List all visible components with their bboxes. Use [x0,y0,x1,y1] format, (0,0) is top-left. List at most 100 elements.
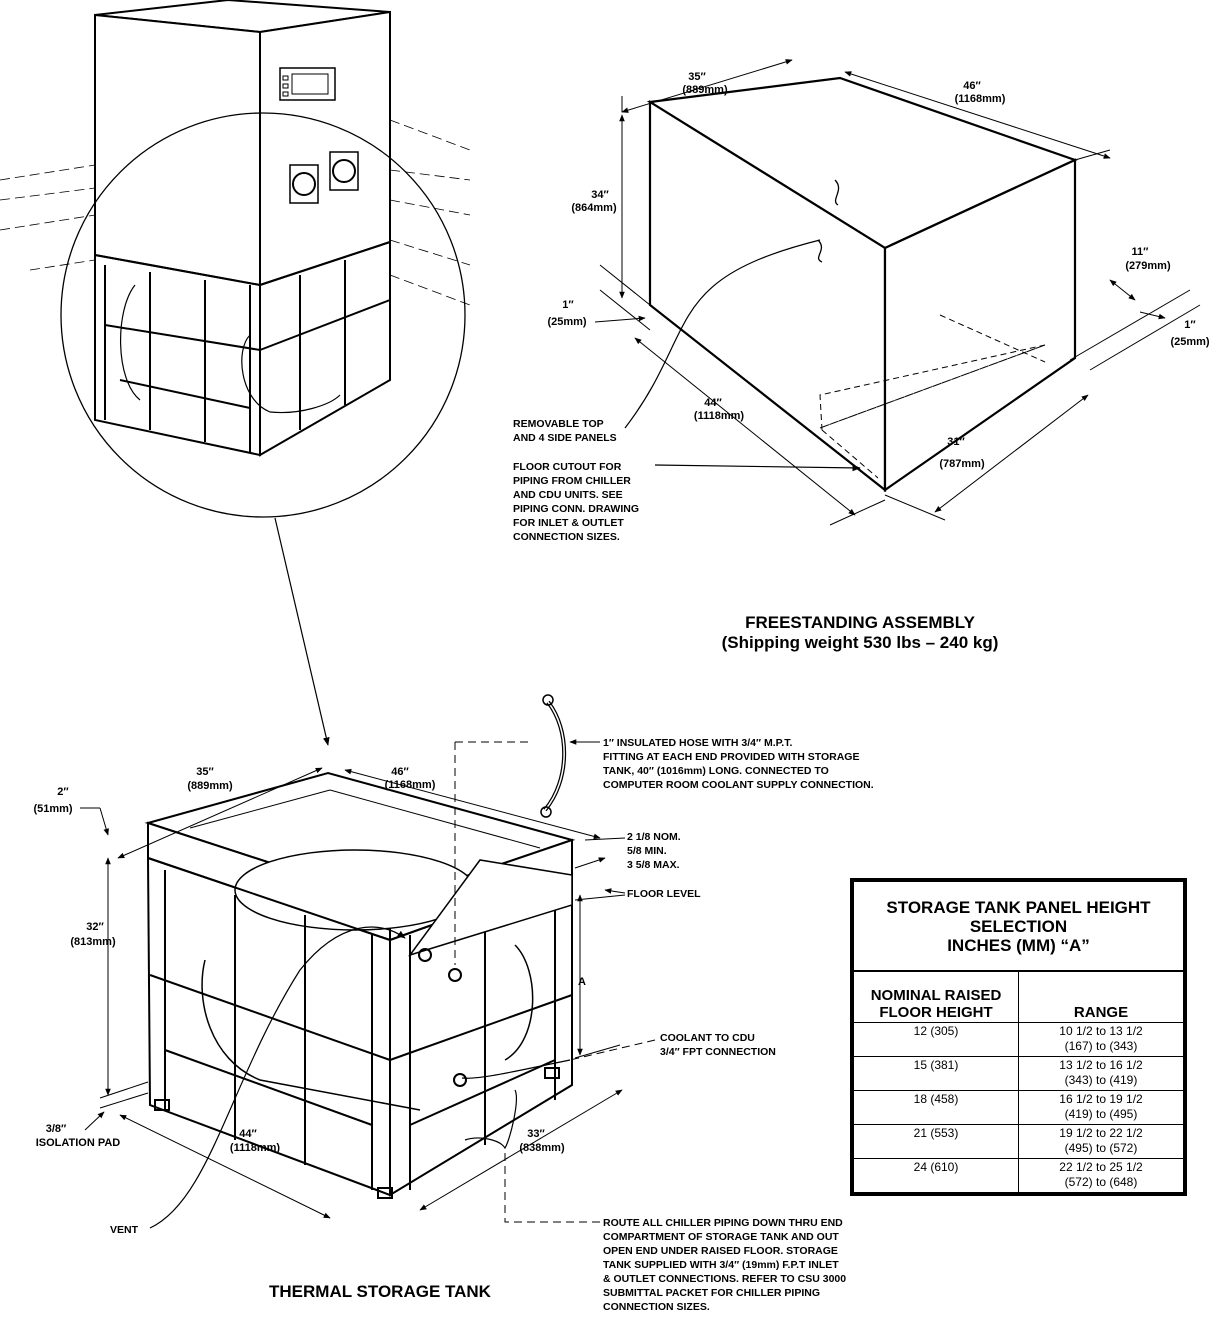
tank-frame [144,771,576,1199]
fs-note-panels-1: REMOVABLE TOP [513,418,604,430]
cabinet-illustration [0,0,471,518]
tank-note-max: 3 5/8 MAX. [627,859,680,871]
tank-note-hose-2: FITTING AT EACH END PROVIDED WITH STORAG… [603,751,859,763]
table-title: STORAGE TANK PANEL HEIGHT SELECTION INCH… [853,881,1184,972]
column-header-nominal-line-1: NOMINAL RAISED [870,987,1002,1004]
tank-details [80,694,656,1229]
fs-note-cutout-5: FOR INLET & OUTLET [513,517,624,529]
freestanding-labels: 35″ (889mm) 46″ (1168mm) 34″ (864mm) 1″ … [513,71,1210,652]
freestanding-details [594,59,1201,526]
tank-note-route-3: OPEN END UNDER RAISED FLOOR. STORAGE [603,1245,838,1257]
column-header-nominal: NOMINAL RAISED FLOOR HEIGHT [853,970,1019,1023]
table-title-line-2: SELECTION [969,916,1068,936]
range-mm: (419) to (495) [1064,1107,1138,1121]
tank-dim-46: 46″ [391,766,409,778]
fs-subtitle: (Shipping weight 530 lbs – 240 kg) [722,633,999,652]
table-row: 18 (458) 16 1/2 to 19 1/2(419) to (495) [853,1090,1184,1125]
range-mm: (343) to (419) [1064,1073,1138,1087]
table-row: 15 (381) 13 1/2 to 16 1/2(343) to (419) [853,1056,1184,1091]
tank-note-nom: 2 1/8 NOM. [627,831,681,843]
freestanding-box [646,76,1078,493]
tank-note-hose-4: COMPUTER ROOM COOLANT SUPPLY CONNECTION. [603,779,874,791]
fs-note-cutout-2: PIPING FROM CHILLER [513,475,631,487]
tank-note-coolant-2: 3/4″ FPT CONNECTION [660,1046,776,1058]
range-mm: (167) to (343) [1064,1039,1138,1053]
tank-note-vent: VENT [110,1224,139,1236]
fs-dim-46-mm: (1168mm) [955,93,1006,105]
table-row: 24 (610) 22 1/2 to 25 1/2(572) to (648) [853,1158,1184,1193]
table-title-line-3: INCHES (MM) “A” [947,935,1090,955]
tank-title: THERMAL STORAGE TANK [269,1282,492,1301]
fs-dim-31: 31″ [947,436,965,448]
tank-note-min: 5/8 MIN. [627,845,667,857]
fs-dim-1-right-mm: (25mm) [1170,336,1209,348]
range-cell: 22 1/2 to 25 1/2(572) to (648) [1018,1158,1184,1193]
range-mm: (495) to (572) [1064,1141,1138,1155]
range-in: 22 1/2 to 25 1/2 [1059,1160,1143,1174]
tank-dim-35-mm: (889mm) [187,780,233,792]
tank-isolation-pad: ISOLATION PAD [36,1137,121,1149]
column-header-nominal-line-2: FLOOR HEIGHT [879,1004,993,1021]
fs-dim-1-left-mm: (25mm) [547,316,586,328]
tank-note-route-6: SUBMITTAL PACKET FOR CHILLER PIPING [603,1287,820,1299]
fs-dim-1-right: 1″ [1184,319,1196,331]
range-mm: (572) to (648) [1064,1175,1138,1189]
tank-dim-44: 44″ [239,1128,257,1140]
tank-dim-32: 32″ [86,921,104,933]
fs-dim-11: 11″ [1132,246,1150,258]
fs-dim-34-mm: (864mm) [571,202,617,214]
fs-title: FREESTANDING ASSEMBLY [745,613,976,632]
detail-pointer [274,517,330,746]
range-cell: 13 1/2 to 16 1/2(343) to (419) [1018,1056,1184,1091]
tank-note-floor-level: FLOOR LEVEL [627,888,701,900]
table-row: 21 (553) 19 1/2 to 22 1/2(495) to (572) [853,1124,1184,1159]
table-row: 12 (305) 10 1/2 to 13 1/2(167) to (343) [853,1022,1184,1057]
table-title-line-1: STORAGE TANK PANEL HEIGHT [886,897,1151,917]
panel-height-table: STORAGE TANK PANEL HEIGHT SELECTION INCH… [850,878,1187,1196]
range-cell: 19 1/2 to 22 1/2(495) to (572) [1018,1124,1184,1159]
tank-dim-33: 33″ [527,1128,545,1140]
fs-dim-44: 44″ [704,397,722,409]
tank-note-route-4: TANK SUPPLIED WITH 3/4″ (19mm) F.P.T INL… [603,1259,839,1271]
nominal-cell: 18 (458) [853,1090,1019,1125]
tank-note-route-7: CONNECTION SIZES. [603,1301,710,1313]
tank-note-route-1: ROUTE ALL CHILLER PIPING DOWN THRU END [603,1217,843,1229]
tank-dim-44-mm: (1118mm) [230,1142,280,1154]
tank-dim-2: 2″ [57,786,69,798]
tank-note-route-5: & OUTLET CONNECTIONS. REFER TO CSU 3000 [603,1273,846,1285]
fs-note-cutout-4: PIPING CONN. DRAWING [513,503,639,515]
fs-dim-1-left: 1″ [562,299,574,311]
fs-dim-35-mm: (889mm) [682,84,728,96]
tank-dim-32-mm: (813mm) [70,936,116,948]
fs-dim-35: 35″ [688,71,706,83]
range-cell: 16 1/2 to 19 1/2(419) to (495) [1018,1090,1184,1125]
fs-dim-46: 46″ [963,80,981,92]
fs-note-cutout-3: AND CDU UNITS. SEE [513,489,623,501]
range-in: 19 1/2 to 22 1/2 [1059,1126,1143,1140]
nominal-cell: 24 (610) [853,1158,1019,1193]
tank-dim-2-mm: (51mm) [33,803,72,815]
range-cell: 10 1/2 to 13 1/2(167) to (343) [1018,1022,1184,1057]
tank-note-hose-3: TANK, 40″ (1016mm) LONG. CONNECTED TO [603,765,829,777]
fs-dim-44-mm: (1118mm) [694,410,744,422]
column-header-range: RANGE [1018,970,1184,1023]
fs-note-cutout-1: FLOOR CUTOUT FOR [513,461,622,473]
tank-dim-33-mm: (838mm) [519,1142,565,1154]
fs-dim-34: 34″ [591,189,609,201]
fs-note-panels-2: AND 4 SIDE PANELS [513,432,617,444]
tank-note-route-2: COMPARTMENT OF STORAGE TANK AND OUT [603,1231,839,1243]
tank-dim-46-mm: (1168mm) [385,779,436,791]
tank-dim-35: 35″ [196,766,214,778]
tank-dim-3-8: 3/8″ [46,1123,67,1135]
fs-note-cutout-6: CONNECTION SIZES. [513,531,620,543]
tank-dim-a: A [578,976,586,988]
nominal-cell: 12 (305) [853,1022,1019,1057]
range-in: 10 1/2 to 13 1/2 [1059,1024,1143,1038]
tank-note-coolant-1: COOLANT TO CDU [660,1032,755,1044]
fs-dim-11-mm: (279mm) [1125,260,1171,272]
range-in: 16 1/2 to 19 1/2 [1059,1092,1143,1106]
range-in: 13 1/2 to 16 1/2 [1059,1058,1143,1072]
nominal-cell: 21 (553) [853,1124,1019,1159]
nominal-cell: 15 (381) [853,1056,1019,1091]
